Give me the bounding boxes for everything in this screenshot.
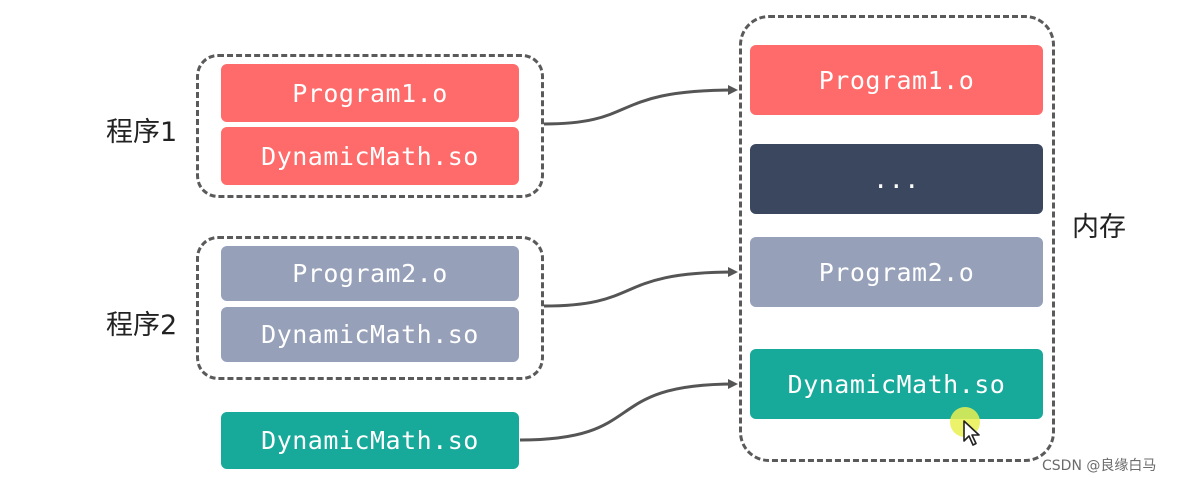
program1-dynamicmath-block: DynamicMath.so	[221, 127, 519, 185]
arrow-library-to-memory	[519, 379, 738, 442]
mouse-pointer-icon	[963, 420, 980, 446]
memory-program2-block: Program2.o	[750, 237, 1043, 307]
memory-program1-block: Program1.o	[750, 45, 1043, 115]
program1-group	[196, 54, 544, 198]
watermark: CSDN @良缘白马	[1042, 458, 1157, 474]
program2-object-block: Program2.o	[221, 246, 519, 301]
program2-group	[196, 236, 544, 380]
arrow-program2-to-memory	[543, 267, 738, 308]
memory-ellipsis-block: ...	[750, 144, 1043, 214]
program2-dynamicmath-block: DynamicMath.so	[221, 307, 519, 362]
arrow-program1-to-memory	[543, 85, 738, 126]
memory-label: 内存	[1072, 212, 1126, 243]
memory-dynamicmath-block: DynamicMath.so	[750, 349, 1043, 419]
program2-label: 程序2	[106, 310, 178, 341]
program1-label: 程序1	[106, 117, 178, 148]
memory-group	[739, 15, 1055, 462]
shared-library-block: DynamicMath.so	[221, 412, 519, 469]
program1-object-block: Program1.o	[221, 64, 519, 122]
